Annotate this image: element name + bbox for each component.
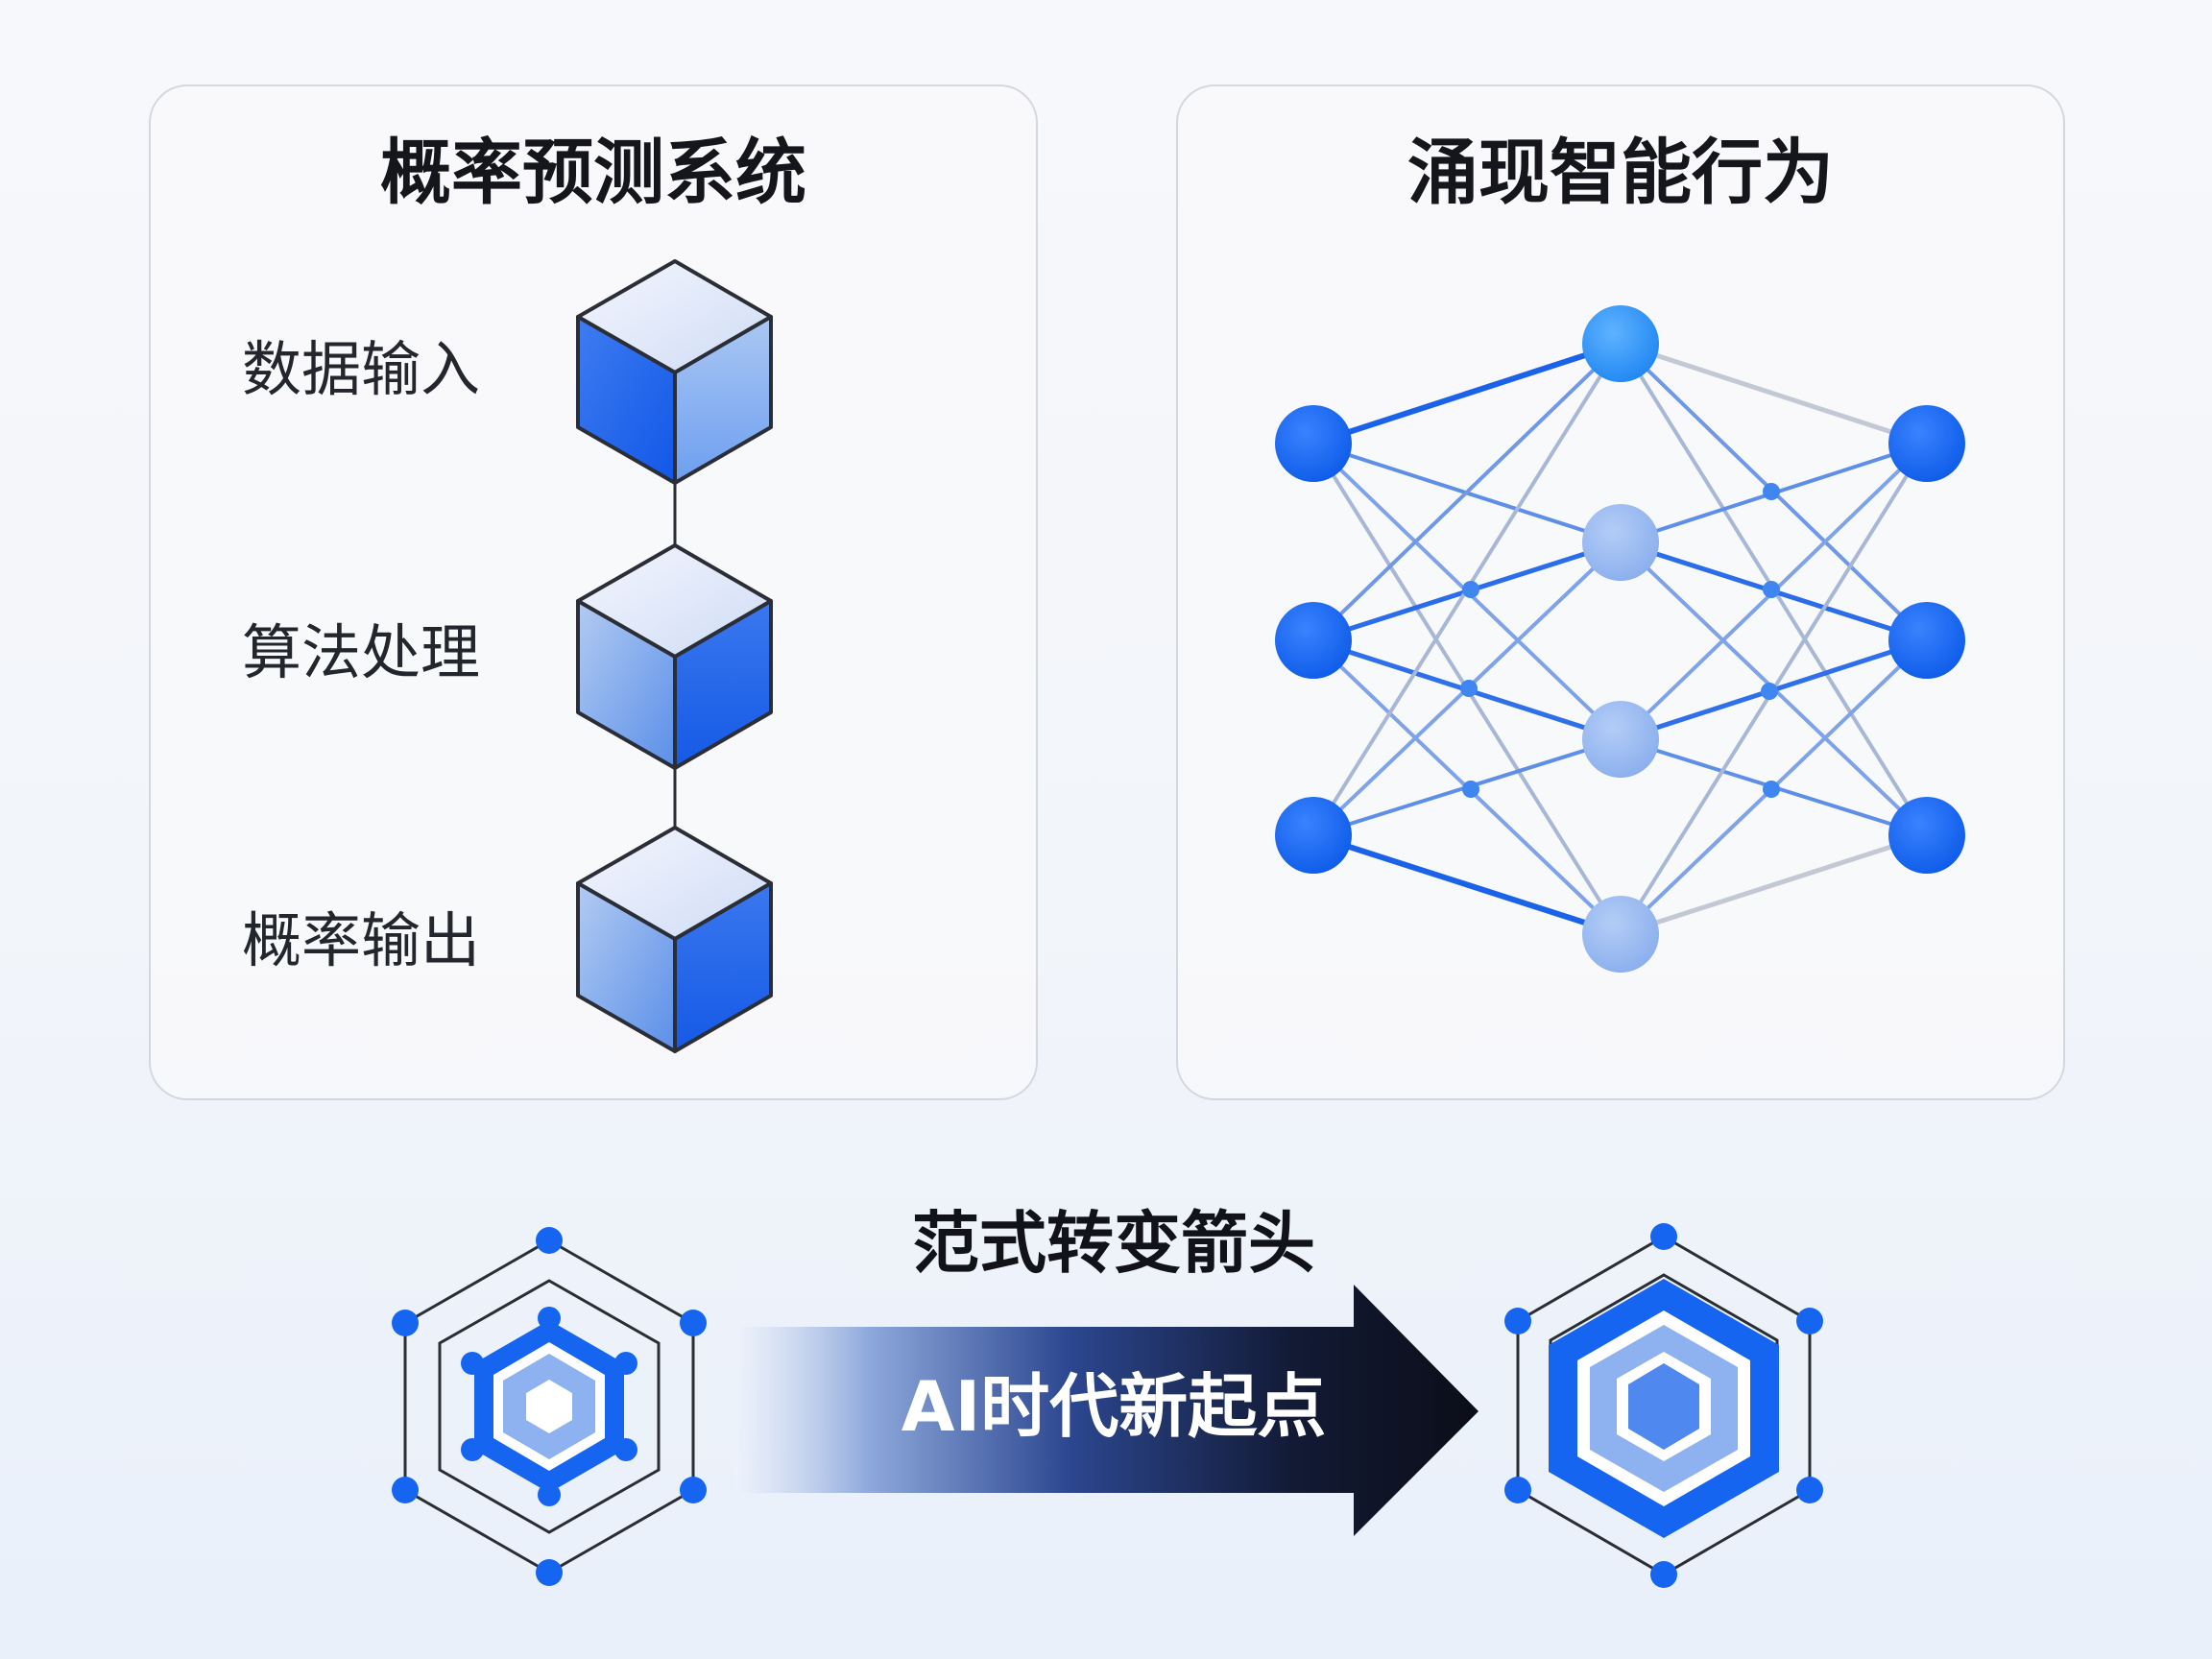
network-edges <box>1310 341 1930 937</box>
ai-era-label: AI时代新起点 <box>901 1366 1327 1447</box>
probability-output-cube-icon <box>576 826 773 1053</box>
paradigm-shift-caption: 范式转变箭头 <box>912 1204 1315 1283</box>
hexagon-network-icon-right <box>1504 1223 1823 1588</box>
algorithm-processing-cube-icon <box>576 543 773 770</box>
probability-system-title: 概率预测系统 <box>380 132 806 214</box>
network-junction-dots <box>1460 483 1780 798</box>
emergent-behavior-title: 涌现智能行为 <box>1407 132 1834 214</box>
network-output-nodes <box>1888 405 1965 874</box>
network-node <box>1582 896 1659 973</box>
network-node <box>1888 405 1965 482</box>
paradigm-shift-arrow <box>734 1285 1479 1536</box>
network-node <box>1888 602 1965 679</box>
network-input-nodes <box>1275 405 1352 874</box>
network-node <box>1582 305 1659 382</box>
network-node <box>1275 797 1352 874</box>
data-input-cube-icon <box>576 259 773 485</box>
network-node <box>1275 405 1352 482</box>
network-node <box>1888 797 1965 874</box>
network-node <box>1582 504 1659 581</box>
stage-label-processing: 算法处理 <box>242 617 481 687</box>
hexagon-network-icon-left <box>392 1227 707 1586</box>
stage-label-input: 数据输入 <box>242 334 481 404</box>
network-hidden-nodes <box>1582 305 1659 973</box>
network-node <box>1582 701 1659 778</box>
network-node <box>1275 602 1352 679</box>
stage-label-output: 概率输出 <box>242 905 481 975</box>
